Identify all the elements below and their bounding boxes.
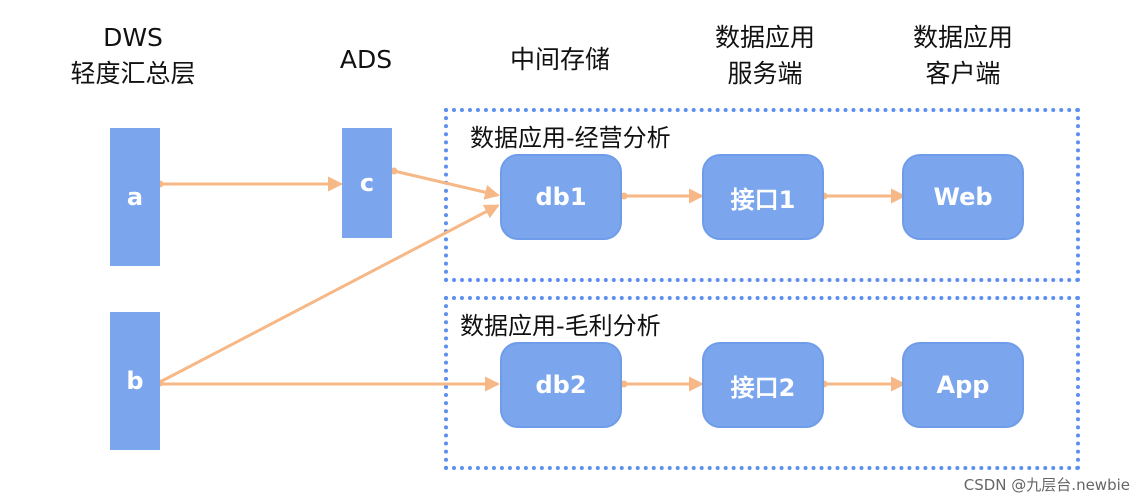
header-dws: DWS 轻度汇总层 xyxy=(58,20,208,92)
table-a: a xyxy=(110,128,160,266)
header-client-line2: 客户端 xyxy=(925,59,1001,88)
node-db2: db2 xyxy=(500,342,622,428)
header-ads-line1: ADS xyxy=(339,45,393,74)
header-server: 数据应用 服务端 xyxy=(700,20,830,92)
table-b-label: b xyxy=(126,367,144,395)
node-api1-label: 接口1 xyxy=(730,185,796,214)
header-dws-line1: DWS xyxy=(103,23,163,52)
header-dws-line2: 轻度汇总层 xyxy=(70,59,196,88)
node-api1: 接口1 xyxy=(702,154,824,240)
edge-db2-start-dot xyxy=(620,380,628,388)
node-app-label: App xyxy=(936,371,990,399)
table-c: c xyxy=(342,128,392,238)
node-app: App xyxy=(902,342,1024,428)
group-operations-analysis xyxy=(444,108,1080,282)
edge-b-to-db1 xyxy=(158,204,500,384)
group-operations-title: 数据应用-经营分析 xyxy=(470,124,671,152)
node-db1: db1 xyxy=(500,154,622,240)
table-b: b xyxy=(110,312,160,450)
node-db1-label: db1 xyxy=(535,183,587,211)
node-api2: 接口2 xyxy=(702,342,824,428)
watermark: CSDN @九层台.newbie xyxy=(963,476,1130,494)
header-server-line1: 数据应用 xyxy=(714,23,815,52)
header-ads: ADS xyxy=(326,42,406,78)
header-storage: 中间存储 xyxy=(495,42,625,78)
node-web-label: Web xyxy=(933,183,993,211)
header-server-line2: 服务端 xyxy=(727,59,803,88)
edge-db1-start-dot xyxy=(620,192,628,200)
edge-c-to-db1 xyxy=(392,169,500,200)
node-db2-label: db2 xyxy=(535,371,587,399)
node-web: Web xyxy=(902,154,1024,240)
header-storage-line1: 中间存储 xyxy=(509,45,610,74)
group-margin-title: 数据应用-毛利分析 xyxy=(460,312,661,340)
table-a-label: a xyxy=(126,183,144,211)
node-api2-label: 接口2 xyxy=(730,373,796,402)
header-client: 数据应用 客户端 xyxy=(898,20,1028,92)
edge-c-start-dot xyxy=(390,167,398,175)
table-c-label: c xyxy=(359,169,375,197)
header-client-line1: 数据应用 xyxy=(912,23,1013,52)
